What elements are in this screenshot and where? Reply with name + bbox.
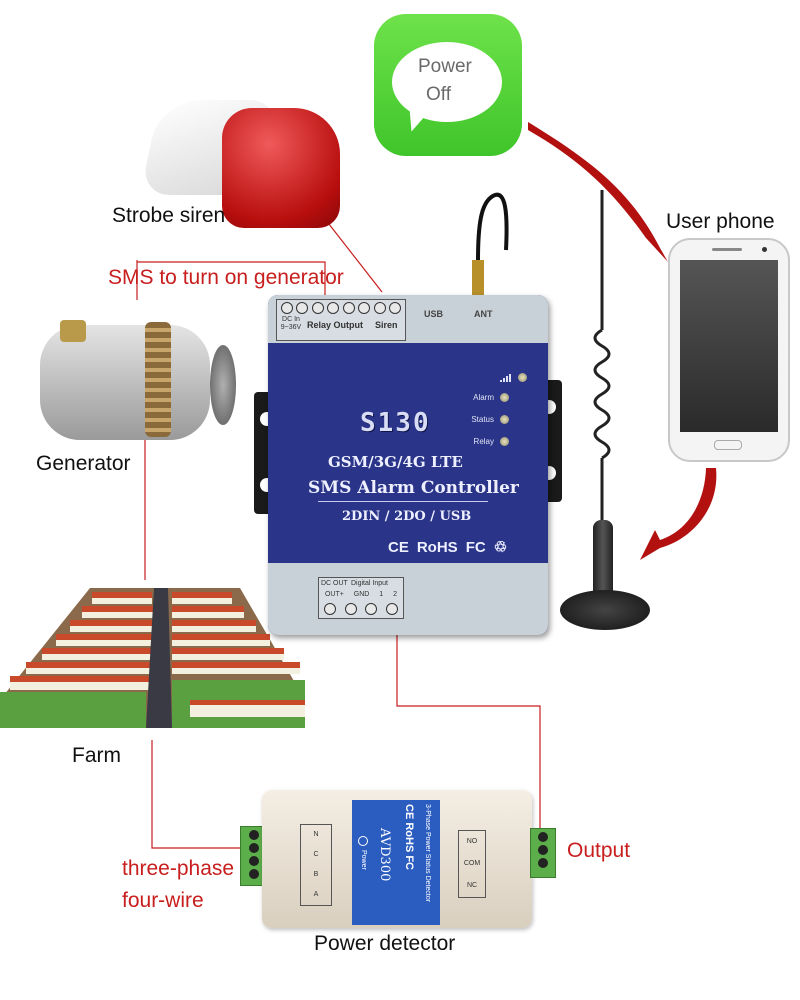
certification-marks: CE RoHS FC ♲ [388, 539, 507, 557]
label-strobe-siren: Strobe siren [112, 204, 226, 227]
fc-mark: FC [465, 539, 486, 556]
ce-mark: CE [388, 539, 409, 556]
signal-bars-icon [500, 374, 511, 382]
screw-terminal [311, 302, 324, 314]
usb-port-label: USB [424, 309, 444, 319]
message-line-2: Off [426, 84, 451, 105]
antenna-coil-icon [593, 190, 611, 530]
message-line-1: Power [418, 56, 472, 77]
top-terminal-block: DC In 9~36V Relay Output Siren [276, 299, 406, 341]
screw-terminal [280, 302, 293, 314]
wire-generator-controller [136, 260, 326, 300]
weee-bin-icon: ♲ [493, 539, 508, 556]
controller-bottom-panel: DC OUT Digital Input OUT+ GND 1 2 [268, 563, 548, 635]
detector-model: AVD300 [377, 828, 392, 882]
label-output: Output [567, 839, 631, 862]
generator-pulley [210, 345, 236, 425]
phone-camera [762, 247, 767, 252]
detector-certs: CE RoHS FC [403, 804, 415, 870]
digital-input-label: Digital Input [351, 580, 388, 587]
screw-terminal [389, 302, 402, 314]
controller-top-panel: DC In 9~36V Relay Output Siren USB ANT [268, 295, 548, 343]
dc-in-label: DC In [282, 316, 300, 323]
ant-port-label: ANT [474, 309, 493, 319]
rohs-mark: RoHS [416, 539, 458, 556]
controller-network: GSM/3G/4G LTE [328, 453, 463, 471]
screw-terminal [358, 302, 371, 314]
divider-line [318, 501, 488, 502]
detector-input-pins: N C B A [300, 824, 332, 906]
label-three-phase: three-phase [122, 857, 235, 880]
screw-terminal [344, 603, 357, 615]
label-generator: Generator [36, 452, 131, 475]
generator-fins [145, 322, 171, 437]
phone-home-button [714, 440, 742, 450]
controller-model: S130 [360, 408, 431, 438]
arrow-message-to-phone [528, 122, 668, 262]
detector-label-panel: Power AVD300 CE RoHS FC 3-Phase Power St… [352, 800, 440, 925]
farm-illustration [0, 588, 305, 728]
siren-label: Siren [375, 320, 398, 330]
phone-screen [680, 260, 778, 432]
label-user-phone: User phone [666, 210, 775, 233]
generator-fitting [60, 320, 86, 342]
screw-terminal [385, 603, 398, 615]
screw-terminal [327, 302, 340, 314]
controller-product: SMS Alarm Controller [308, 478, 519, 498]
label-sms-generator: SMS to turn on generator [108, 266, 344, 289]
detector-output-pins: NO COM NC [458, 830, 486, 898]
label-four-wire: four-wire [122, 889, 204, 912]
power-led-label: Power [360, 850, 367, 870]
screw-terminal [296, 302, 309, 314]
speech-bubble-icon: Power Off [392, 42, 502, 122]
screw-terminal [342, 302, 355, 314]
detector-subtitle: 3-Phase Power Status Detector [424, 804, 431, 903]
arrow-phone-to-controller [640, 468, 717, 560]
sms-message-icon: Power Off [374, 14, 522, 156]
generator-body [40, 325, 210, 440]
power-led-icon [358, 836, 368, 846]
label-power-detector: Power detector [314, 932, 456, 955]
siren-red-lens [222, 108, 340, 228]
dc-out-label: DC OUT [321, 580, 348, 587]
antenna-neck [593, 520, 613, 605]
dc-range-label: 9~36V [280, 324, 302, 331]
screw-terminal [324, 603, 337, 615]
detector-output-terminal [530, 828, 556, 878]
phone-speaker [712, 248, 742, 251]
controller-antenna-icon [472, 192, 509, 298]
user-phone-icon [668, 238, 790, 462]
controller-io: 2DIN / 2DO / USB [342, 509, 472, 524]
relay-output-label: Relay Output [307, 320, 364, 330]
s130-controller: DC In 9~36V Relay Output Siren USB ANT A… [268, 295, 548, 635]
label-farm: Farm [72, 744, 121, 767]
bottom-terminal-block: DC OUT Digital Input OUT+ GND 1 2 [318, 577, 404, 619]
antenna-magnetic-base [560, 590, 650, 630]
avd300-power-detector: N C B A Power AVD300 CE RoHS FC 3-Phase … [262, 790, 532, 928]
wire-farm-detector [151, 740, 262, 849]
wire-controller-detector [396, 635, 541, 830]
screw-terminal [365, 603, 378, 615]
screw-terminal [373, 302, 386, 314]
